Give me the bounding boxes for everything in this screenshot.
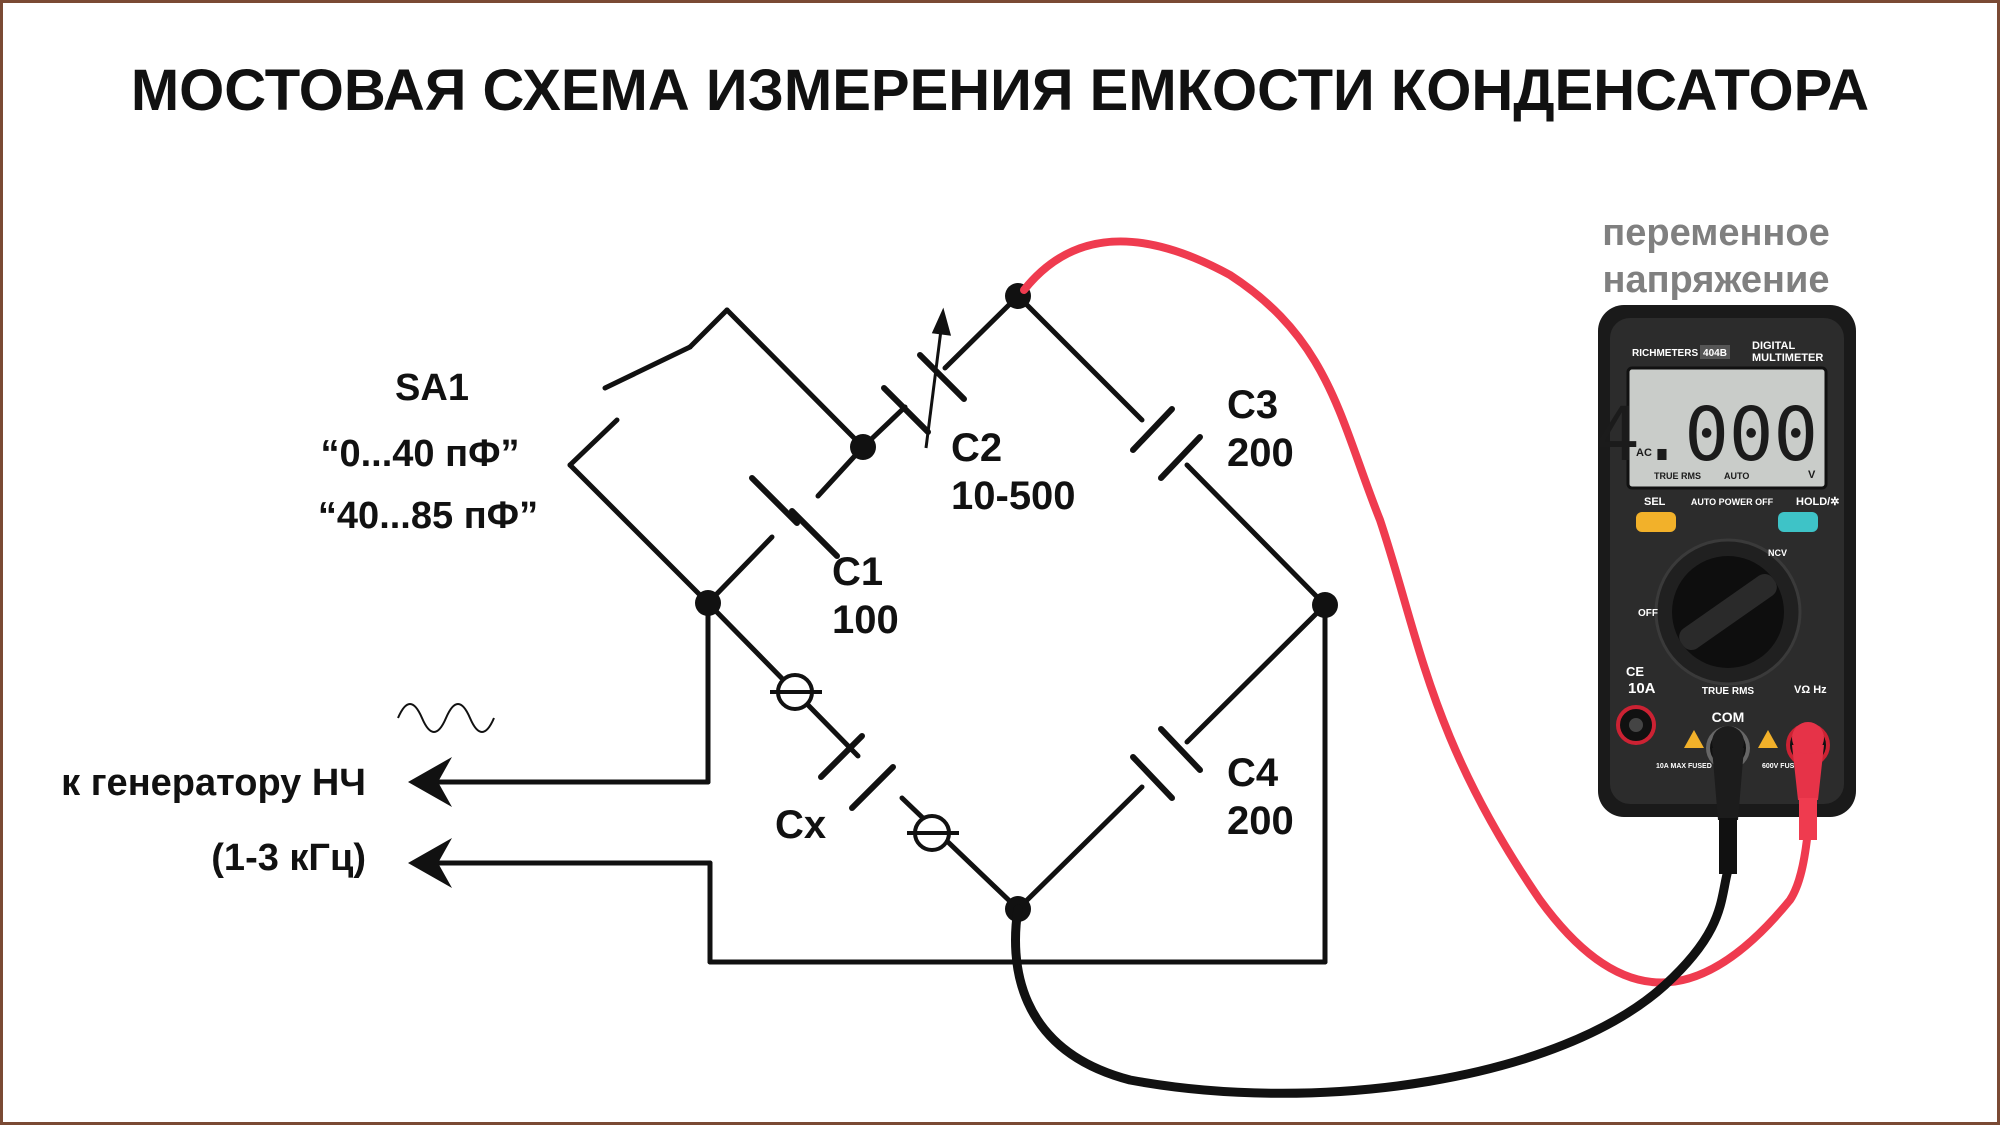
node-switch-junction [850,434,876,460]
c4-label: C4 [1227,751,1279,795]
meter-lcd-auto: AUTO [1724,471,1749,481]
ac-sine-icon [397,703,495,733]
c4-value: 200 [1227,799,1294,843]
generator-arrows [408,757,452,888]
switch-range-1: “0...40 пФ” [320,433,519,475]
c2-variable-arrow [924,307,952,449]
meter-caption-line1: переменное [1602,212,1829,254]
c1-value: 100 [832,598,899,642]
c2-plate-a [881,385,931,435]
generator-frequency: (1-3 кГц) [211,837,366,879]
arrow-line1 [408,757,452,807]
cx-plate-b [849,764,896,811]
switch-range-2: “40...85 пФ” [318,495,538,537]
meter-caption-line2: напряжение [1603,259,1830,301]
meter-ncv-label: NCV [1768,548,1787,558]
c3-plate-a [1130,406,1175,453]
meter-auto-power-off: AUTO POWER OFF [1691,497,1774,507]
meter-off-label: OFF [1638,608,1658,619]
black-probe-wire [1011,865,1733,1098]
meter-10a-label: 10A [1628,680,1656,697]
node-right [1312,592,1338,618]
bridge-wires [427,293,1328,965]
node-left [695,590,721,616]
cx-label: Cx [775,803,826,847]
c2-value: 10-500 [951,474,1076,518]
c1-plate-b [789,508,840,559]
bridge-nodes [695,283,1338,922]
meter-hold-label: HOLD/✲ [1796,496,1839,508]
meter-hold-button[interactable] [1778,512,1818,532]
red-probe-plug [1792,722,1824,840]
meter-reading: 4.000 [1595,392,1818,478]
red-probe-wire [1020,237,1812,987]
diagram-title: МОСТОВАЯ СХЕМА ИЗМЕРЕНИЯ ЕМКОСТИ КОНДЕНС… [131,58,1869,123]
meter-model-badge [1700,345,1730,359]
meter-com-label: COM [1712,709,1745,725]
c4-plate-a [1130,754,1175,801]
meter-sel-label: SEL [1644,496,1666,508]
c3-plate-b [1158,434,1203,481]
c3-value: 200 [1227,431,1294,475]
meter-lcd-true-rms: TRUE RMS [1654,471,1701,481]
cx-plate-a [818,733,865,780]
switch-label: SA1 [395,367,469,409]
meter-brand: RICHMETERS [1632,348,1698,359]
meter-fuse-10a: 10A MAX FUSED [1656,763,1712,770]
meter-warning-icon-left [1684,730,1704,748]
multimeter: RICHMETERS 404B DIGITAL MULTIMETER 4.000… [1595,305,1856,817]
black-probe-plug [1712,726,1744,874]
c1-plate-a [749,475,800,526]
meter-type-1: DIGITAL [1752,340,1795,352]
meter-type-2: MULTIMETER [1752,352,1823,364]
meter-ce-mark: CE [1626,664,1644,679]
meter-unit: V [1808,469,1816,481]
generator-label: к генератору НЧ [61,762,366,804]
c4-plate-b [1158,726,1203,773]
c3-label: C3 [1227,383,1278,427]
meter-warning-icon-right [1758,730,1778,748]
meter-fuse-600v: 600V FUSED [1762,763,1804,770]
meter-sel-button[interactable] [1636,512,1676,532]
meter-mode-ac: AC [1636,447,1652,459]
arrow-line2 [408,838,452,888]
meter-lcd [1626,366,1828,490]
cx-terminals [770,673,959,852]
meter-dial-knob[interactable] [1675,570,1781,654]
c2-label: C2 [951,426,1002,470]
c1-label: C1 [832,550,883,594]
c2-plate-b [917,352,967,402]
meter-vohm-label: VΩ Hz [1794,684,1827,696]
meter-dial-true-rms: TRUE RMS [1702,686,1755,697]
meter-model: 404B [1703,348,1727,359]
capacitor-plates [749,352,1203,811]
